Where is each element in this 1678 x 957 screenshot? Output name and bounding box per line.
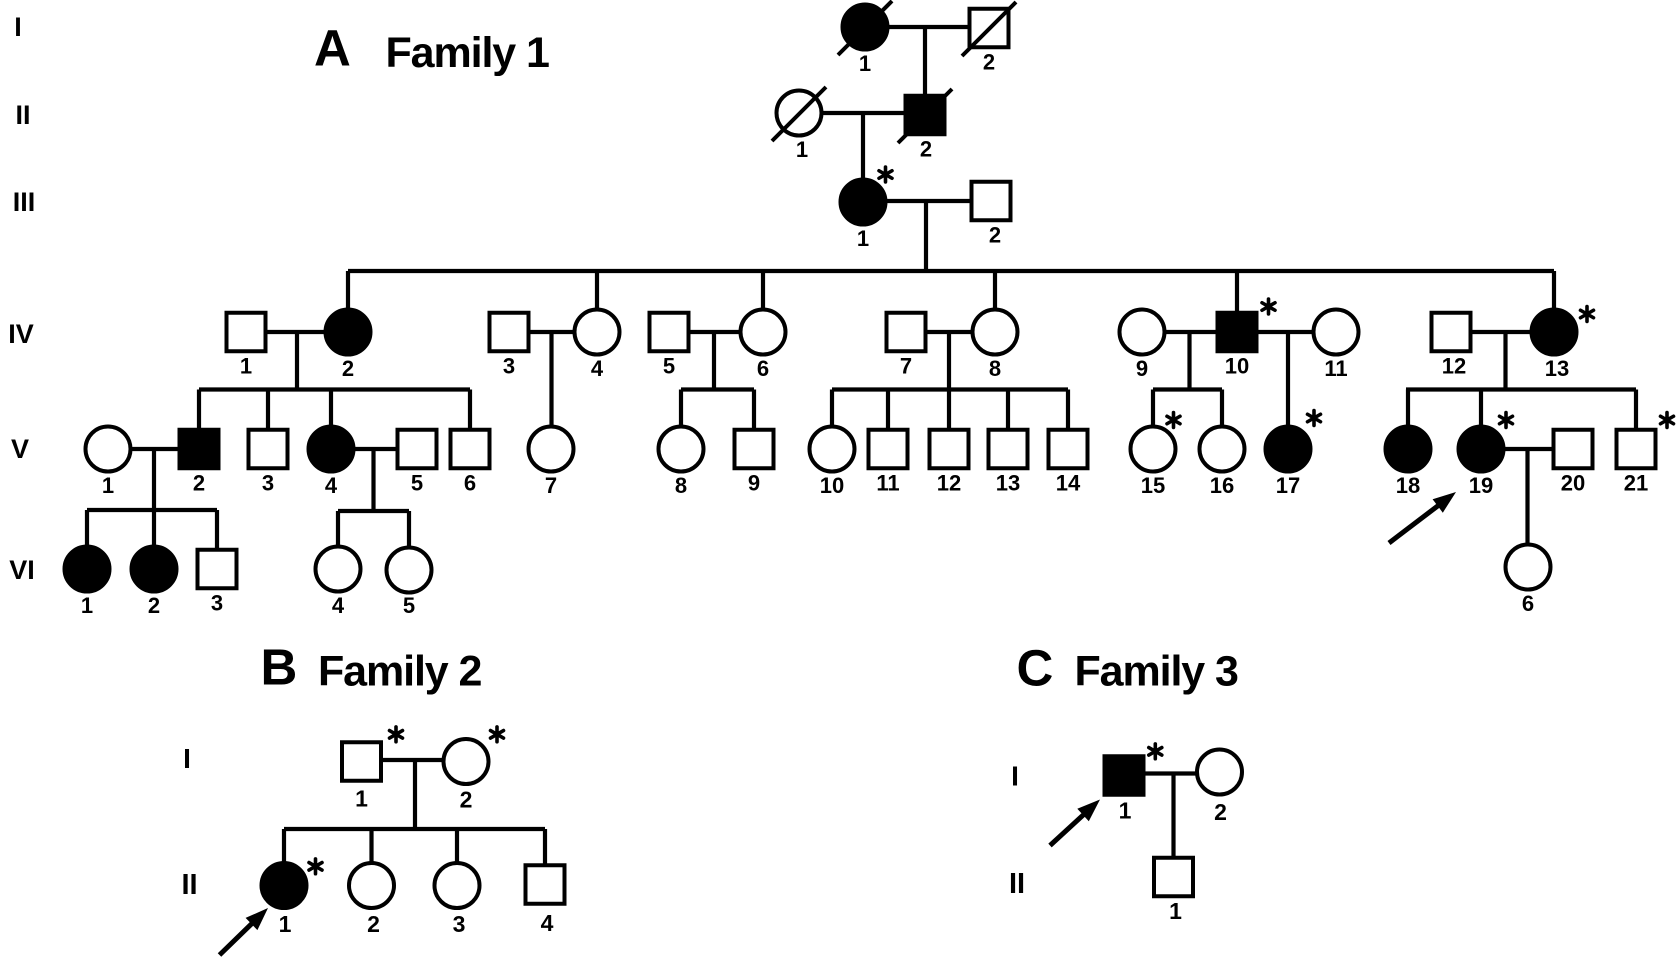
svg-text:8: 8 — [675, 473, 687, 498]
svg-text:1: 1 — [1169, 898, 1182, 924]
svg-text:20: 20 — [1561, 471, 1585, 496]
svg-text:3: 3 — [262, 471, 274, 496]
svg-text:4: 4 — [541, 910, 554, 936]
svg-text:II: II — [15, 100, 30, 130]
svg-text:5: 5 — [411, 471, 423, 496]
svg-text:7: 7 — [545, 473, 557, 498]
svg-text:2: 2 — [148, 593, 160, 618]
svg-text:2: 2 — [983, 50, 995, 75]
svg-text:6: 6 — [757, 356, 769, 381]
svg-text:II: II — [181, 869, 197, 901]
svg-text:3: 3 — [453, 911, 466, 937]
svg-text:17: 17 — [1276, 473, 1300, 498]
svg-text:5: 5 — [403, 593, 415, 618]
svg-text:I: I — [183, 743, 191, 774]
svg-text:11: 11 — [1324, 356, 1347, 381]
svg-text:14: 14 — [1056, 471, 1081, 496]
svg-text:4: 4 — [325, 473, 338, 498]
svg-text:2: 2 — [460, 787, 473, 813]
svg-text:4: 4 — [332, 593, 345, 618]
svg-text:13: 13 — [1545, 356, 1569, 381]
svg-text:VI: VI — [9, 555, 35, 585]
svg-text:10: 10 — [820, 473, 844, 498]
svg-text:12: 12 — [1442, 354, 1466, 379]
svg-text:Family 3: Family 3 — [1075, 648, 1238, 696]
svg-text:C: C — [1017, 640, 1054, 697]
svg-text:B: B — [261, 639, 298, 696]
svg-text:18: 18 — [1396, 473, 1420, 498]
svg-text:2: 2 — [1214, 799, 1227, 825]
svg-text:21: 21 — [1624, 471, 1648, 496]
svg-text:2: 2 — [920, 137, 932, 162]
svg-text:1: 1 — [102, 473, 114, 498]
svg-text:15: 15 — [1141, 473, 1165, 498]
svg-text:V: V — [11, 434, 29, 464]
svg-text:2: 2 — [342, 356, 354, 381]
svg-text:1: 1 — [279, 911, 292, 937]
svg-text:13: 13 — [996, 471, 1020, 496]
svg-text:5: 5 — [663, 354, 675, 379]
svg-text:1: 1 — [355, 786, 368, 812]
svg-text:12: 12 — [937, 471, 961, 496]
svg-text:10: 10 — [1225, 354, 1249, 379]
svg-text:4: 4 — [591, 356, 604, 381]
svg-text:Family 1: Family 1 — [386, 29, 549, 77]
svg-text:I: I — [1011, 761, 1019, 792]
svg-text:IV: IV — [8, 319, 34, 349]
svg-text:1: 1 — [240, 354, 252, 379]
svg-text:16: 16 — [1210, 473, 1234, 498]
svg-text:8: 8 — [989, 356, 1001, 381]
svg-text:1: 1 — [859, 51, 871, 76]
svg-text:A: A — [314, 20, 351, 77]
svg-text:3: 3 — [211, 591, 223, 616]
svg-text:6: 6 — [464, 471, 476, 496]
svg-text:1: 1 — [796, 137, 808, 162]
svg-text:11: 11 — [876, 471, 899, 496]
svg-text:Family 2: Family 2 — [318, 648, 481, 696]
svg-text:9: 9 — [1136, 356, 1148, 381]
svg-text:1: 1 — [857, 226, 869, 251]
svg-text:3: 3 — [503, 354, 515, 379]
svg-text:2: 2 — [367, 911, 380, 937]
svg-text:19: 19 — [1469, 473, 1493, 498]
svg-text:6: 6 — [1522, 591, 1534, 616]
svg-text:9: 9 — [748, 471, 760, 496]
svg-text:7: 7 — [900, 354, 912, 379]
svg-text:I: I — [14, 12, 22, 42]
svg-text:II: II — [1009, 868, 1025, 900]
svg-text:1: 1 — [81, 593, 93, 618]
svg-text:III: III — [13, 187, 36, 217]
svg-text:2: 2 — [989, 223, 1001, 248]
svg-text:2: 2 — [193, 471, 205, 496]
svg-text:1: 1 — [1119, 798, 1132, 824]
